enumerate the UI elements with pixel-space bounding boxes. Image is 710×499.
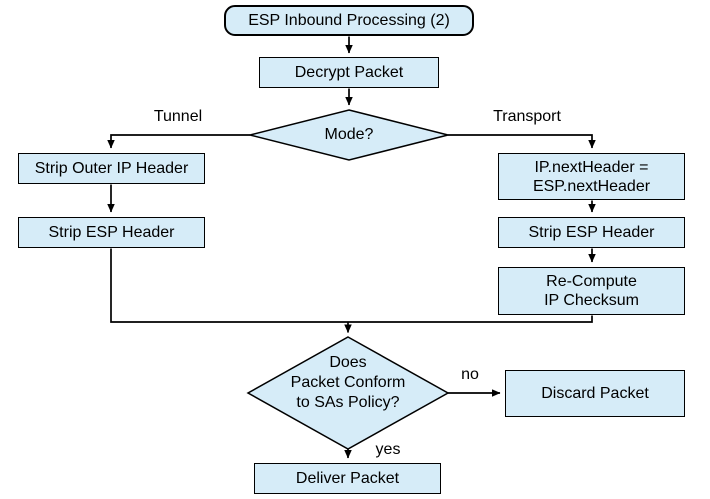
process-strip-outer-ip-header: Strip Outer IP Header [18,153,205,184]
process-strip-esp-header-transport: Strip ESP Header [498,217,685,248]
branch-label-no: no [461,366,479,383]
edge-right-merge [348,315,593,323]
mode-decision-label: Mode? [324,126,374,143]
branch-label-tunnel: Tunnel [153,108,203,125]
branch-label-transport: Transport [493,108,561,125]
process-ip-nextheader-assignment: IP.nextHeader = ESP.nextHeader [498,153,685,200]
process-deliver-packet: Deliver Packet [254,463,441,494]
start-node-esp-inbound-processing: ESP Inbound Processing (2) [224,5,474,36]
edge-mode-transport [448,134,596,149]
process-discard-packet: Discard Packet [505,370,685,417]
policy-decision-diamond [246,336,450,450]
edge-left-merge [110,248,348,323]
branch-label-yes: yes [375,441,401,458]
process-decrypt-packet: Decrypt Packet [259,57,439,88]
process-recompute-ip-checksum: Re-Compute IP Checksum [498,267,685,315]
edge-mode-tunnel [107,134,250,149]
process-strip-esp-header-tunnel: Strip ESP Header [18,217,205,248]
policy-decision-label: Does Packet Conform to SAs Policy? [290,354,406,411]
mode-decision-diamond [249,109,449,161]
